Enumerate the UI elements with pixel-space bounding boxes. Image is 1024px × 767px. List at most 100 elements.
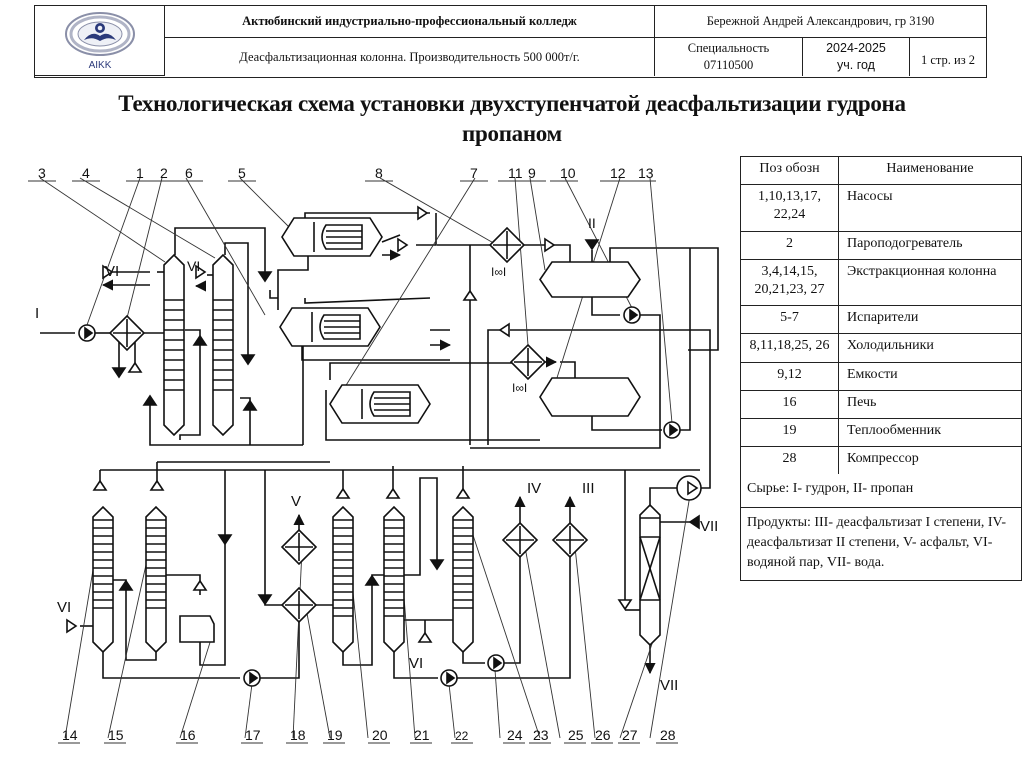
pipe-line	[554, 244, 571, 262]
products-text: Продукты: III- деасфальтизат I степени, …	[747, 514, 1007, 571]
pipe-line	[487, 329, 500, 445]
pipe-line	[199, 470, 226, 666]
specialty: Специальность 07110500	[655, 38, 803, 76]
stream-label: VII	[660, 677, 678, 694]
receiver-9-icon	[539, 261, 641, 298]
receiver-12-icon	[539, 377, 641, 417]
stream-label: V	[291, 493, 301, 510]
pipe-line	[560, 361, 576, 378]
legend-pos: 9,12	[741, 362, 839, 390]
equipment-label: 9	[528, 165, 536, 181]
flow-arrow-icon	[429, 559, 445, 571]
equipment-label: 7	[470, 165, 478, 181]
stream-label: II	[588, 215, 596, 231]
pump-arrow-icon	[493, 656, 503, 670]
specialty-label: Специальность	[687, 41, 770, 56]
leader-line	[649, 177, 673, 424]
leader-line	[244, 683, 253, 739]
pipe-line	[224, 242, 249, 360]
leader-line	[126, 177, 163, 319]
equipment-label: 27	[622, 727, 638, 743]
legend-pos: 19	[741, 418, 839, 447]
legend-header-row: Поз обозн Наименование	[741, 157, 1021, 186]
flow-arrow-icon	[127, 361, 143, 373]
legend-raw-materials: Сырье: I- гудрон, II- пропан	[741, 474, 1021, 508]
flow-arrow-icon	[688, 514, 700, 530]
pipe-line	[269, 290, 278, 299]
logo-cell: AIKK	[35, 6, 165, 76]
pump-arrow-icon	[669, 423, 679, 437]
flow-arrow-icon	[66, 618, 78, 634]
extraction-column-14	[92, 505, 114, 654]
flow-arrow-icon	[462, 289, 478, 301]
pipe-line	[325, 390, 540, 441]
raw-materials-text: Сырье: I- гудрон, II- пропан	[747, 481, 914, 497]
pipe-line	[591, 416, 662, 431]
leader-line	[529, 177, 546, 271]
flow-arrow-icon	[192, 334, 208, 346]
stream-label: VI	[57, 599, 71, 616]
legend-name: Теплообменник	[847, 422, 942, 438]
equipment-label: 2	[160, 165, 168, 181]
page-indicator: 1 стр. из 2	[920, 52, 976, 67]
equipment-label: 17	[245, 727, 261, 743]
pipe-line	[113, 579, 157, 661]
compressor-arrow-icon	[687, 480, 699, 496]
equipment-label: 21	[414, 727, 430, 743]
pump-arrow-icon	[446, 671, 456, 685]
pipe-line	[462, 652, 485, 664]
column-body	[639, 503, 661, 647]
title-line-1: Технологическая схема установки двухступ…	[118, 91, 906, 116]
equipment-label: 15	[108, 727, 124, 743]
specialty-code: 07110500	[703, 58, 754, 72]
college-logo: AIKK	[64, 11, 135, 71]
stream-label: III	[582, 480, 595, 497]
pipe-line	[591, 297, 620, 316]
document-title: Деасфальтизационная колонна. Производите…	[165, 38, 655, 76]
header-table: AIKK Актюбинский индустриально-профессио…	[34, 5, 987, 78]
pipe-line	[329, 362, 520, 380]
title-line-2: пропаном	[462, 121, 562, 146]
fan-icon: I∞I	[491, 265, 506, 279]
equipment-label: 4	[82, 165, 90, 181]
stream-label: I	[35, 305, 39, 322]
flow-arrow-icon	[335, 487, 351, 499]
pipe-line	[277, 256, 309, 310]
pipe-line	[240, 397, 251, 445]
equipment-label: 10	[560, 165, 576, 181]
furnace-16-icon	[179, 615, 215, 643]
pipe-line	[510, 329, 711, 470]
legend-name: Холодильники	[847, 338, 934, 354]
leader-line	[39, 177, 166, 263]
flow-arrow-icon	[92, 479, 108, 491]
pipe-line	[260, 622, 300, 679]
stream-label: VI	[409, 655, 423, 672]
leader-line	[524, 546, 561, 739]
flow-arrow-icon	[102, 264, 114, 280]
pipe-line	[304, 297, 431, 304]
pipe-line	[680, 248, 691, 431]
legend-name: Пароподогреватель	[847, 235, 963, 251]
pipe-line	[264, 470, 282, 606]
legend-name: Компрессор	[847, 451, 919, 467]
packing-cross	[639, 536, 661, 601]
legend-pos: 16	[741, 390, 839, 418]
leader-line	[379, 177, 498, 246]
equipment-label: 3	[38, 165, 46, 181]
extraction-column-4	[212, 253, 234, 437]
pipe-line	[149, 398, 303, 446]
equipment-label: 18	[290, 727, 306, 743]
equipment-label: 22	[455, 729, 469, 743]
year-value: 2024-2025	[826, 41, 886, 56]
pipe-line	[174, 227, 266, 275]
legend-pos: 8,11,18,25, 26	[741, 334, 839, 362]
equipment-label: 13	[638, 165, 654, 181]
flow-arrow-icon	[364, 574, 380, 586]
leader-line	[292, 549, 303, 739]
flow-arrow-icon	[397, 237, 409, 253]
fan-icon: I∞I	[512, 381, 527, 395]
legend-pos: 3,4,14,15, 20,21,23, 27	[741, 259, 839, 306]
